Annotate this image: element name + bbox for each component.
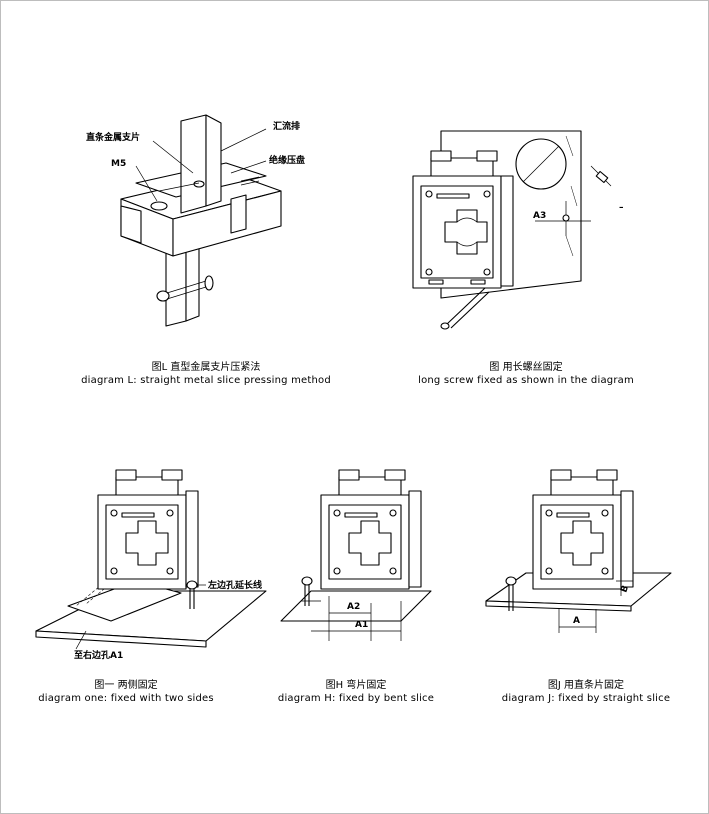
label-b: B	[619, 584, 631, 594]
caption-en: long screw fixed as shown in the diagram	[418, 375, 634, 386]
label-left-hole: 左边孔延长线	[207, 579, 262, 591]
caption-diagram-long-screw: 图 用长螺丝固定 long screw fixed as shown in th…	[381, 361, 671, 387]
diagram-one-drawing: 左边孔延长线 至右边孔A1	[35, 469, 267, 661]
caption-zh: 图一 两侧固定	[94, 680, 158, 691]
label-a: A	[573, 616, 580, 626]
diagram-long-screw-drawing: A3 –	[412, 130, 624, 330]
label-m5: M5	[111, 159, 126, 169]
caption-diagram-one: 图一 两侧固定 diagram one: fixed with two side…	[11, 679, 241, 705]
label-support: 直条金属支片	[86, 131, 140, 143]
caption-zh: 图J 用直条片固定	[547, 680, 625, 691]
label-a1: A1	[355, 620, 368, 630]
caption-en: diagram one: fixed with two sides	[38, 693, 214, 704]
caption-diagram-l: 图L 直型金属支片压紧法 diagram L: straight metal s…	[61, 361, 351, 387]
diagram-j-drawing: A B	[485, 469, 672, 633]
caption-diagram-h: 图H 弯片固定 diagram H: fixed by bent slice	[241, 679, 471, 705]
caption-en: diagram J: fixed by straight slice	[501, 693, 671, 704]
label-a2: A2	[347, 602, 360, 612]
caption-en: diagram H: fixed by bent slice	[277, 693, 435, 704]
caption-zh: 图L 直型金属支片压紧法	[151, 362, 261, 373]
caption-zh: 图 用长螺丝固定	[489, 362, 563, 373]
label-washer: 绝缘压盘	[269, 154, 305, 166]
caption-en: diagram L: straight metal slice pressing…	[81, 375, 331, 386]
label-a3: A3	[533, 211, 546, 221]
label-busbar: 汇流排	[273, 120, 300, 132]
diagram-h-drawing: A2 A1	[280, 469, 432, 641]
caption-diagram-j: 图J 用直条片固定 diagram J: fixed by straight s…	[471, 679, 701, 705]
label-dash: –	[619, 203, 624, 213]
diagram-l-drawing: 直条金属支片 M5 汇流排 绝缘压盘	[86, 114, 305, 327]
label-right-hole: 至右边孔A1	[74, 649, 123, 661]
caption-zh: 图H 弯片固定	[325, 680, 387, 691]
